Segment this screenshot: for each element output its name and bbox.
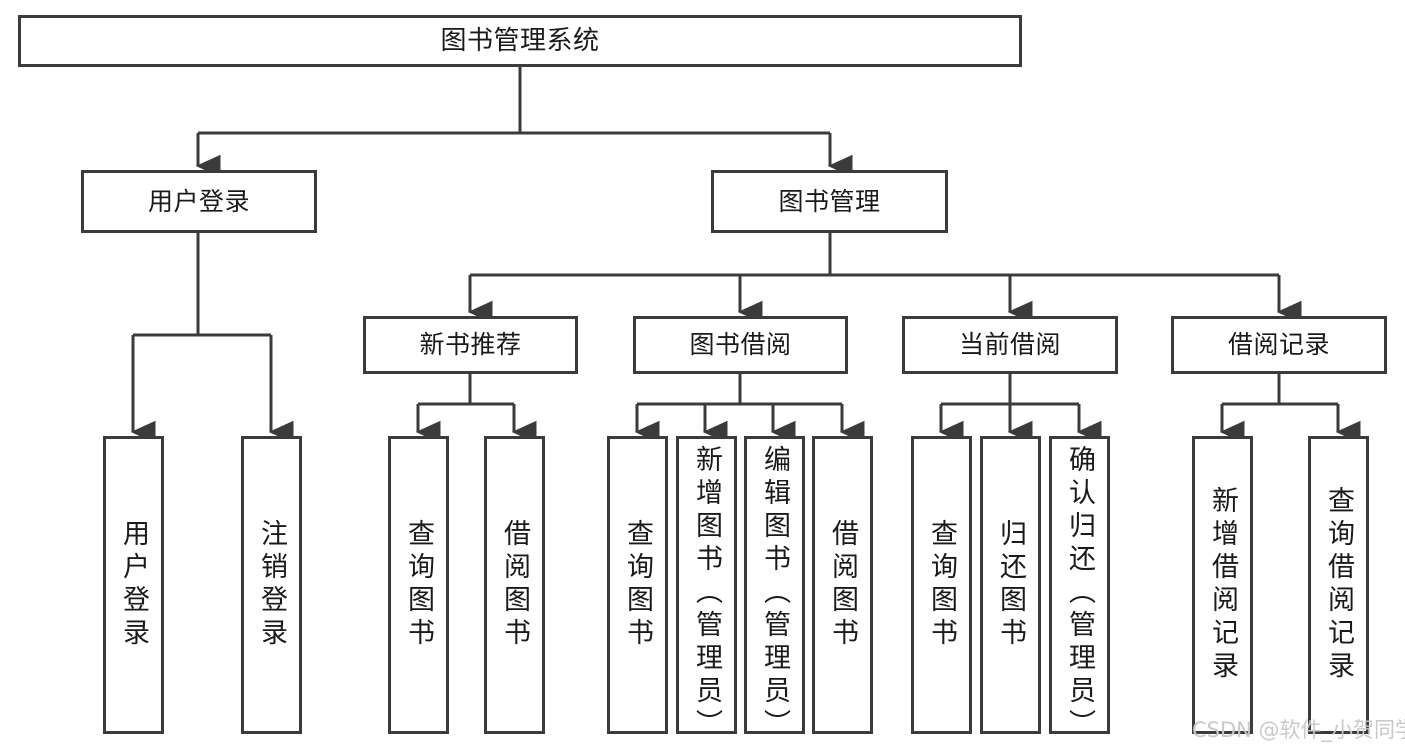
watermark-text: CSDN @软件_小贺同学 — [1192, 718, 1405, 742]
leaf-return-books[interactable]: 归还图书 — [980, 436, 1041, 734]
node-label: 用户登录 — [147, 186, 250, 216]
leaf-add-book-admin[interactable]: 新增图书（管理员） — [676, 436, 737, 742]
node-label: 图书管理 — [778, 186, 881, 216]
leaf-logout[interactable]: 注销登录 — [241, 436, 302, 734]
leaf-borrow-books-borrowing[interactable]: 借阅图书 — [812, 436, 873, 734]
leaf-borrow-books-new-recommendation[interactable]: 借阅图书 — [484, 436, 545, 734]
node-book-borrowing[interactable]: 图书借阅 — [633, 316, 848, 374]
node-borrowing-record[interactable]: 借阅记录 — [1171, 316, 1387, 374]
leaf-edit-book-admin[interactable]: 编辑图书（管理员） — [744, 436, 805, 742]
node-label: 归还图书 — [995, 519, 1026, 651]
node-label: 查询图书 — [926, 519, 957, 651]
node-label: 借阅图书 — [827, 519, 858, 651]
leaf-query-books-borrowing[interactable]: 查询图书 — [607, 436, 668, 734]
node-label: 查询图书 — [622, 519, 653, 651]
node-book-management[interactable]: 图书管理 — [711, 170, 948, 233]
leaf-confirm-return-admin[interactable]: 确认归还（管理员） — [1049, 436, 1110, 742]
node-new-book-recommendation[interactable]: 新书推荐 — [363, 316, 578, 374]
leaf-add-borrow-record[interactable]: 新增借阅记录 — [1192, 436, 1253, 734]
node-user-login[interactable]: 用户登录 — [81, 170, 317, 233]
leaf-query-books-current[interactable]: 查询图书 — [911, 436, 972, 734]
node-label: 确认归还（管理员） — [1064, 445, 1095, 742]
leaf-query-borrow-record[interactable]: 查询借阅记录 — [1308, 436, 1369, 734]
node-root-book-management-system[interactable]: 图书管理系统 — [18, 15, 1022, 67]
leaf-query-books-new-recommendation[interactable]: 查询图书 — [388, 436, 449, 734]
node-label: 查询借阅记录 — [1323, 486, 1354, 684]
node-label: 新增借阅记录 — [1207, 486, 1238, 684]
node-label: 用户登录 — [118, 519, 149, 651]
node-label: 图书借阅 — [689, 330, 792, 360]
node-label: 借阅图书 — [499, 519, 530, 651]
node-label: 当前借阅 — [958, 330, 1061, 360]
node-label: 新增图书（管理员） — [691, 445, 722, 742]
node-label: 图书管理系统 — [440, 25, 600, 56]
node-label: 借阅记录 — [1227, 330, 1330, 360]
node-current-borrowing[interactable]: 当前借阅 — [902, 316, 1118, 374]
node-label: 编辑图书（管理员） — [759, 445, 790, 742]
node-label: 注销登录 — [256, 519, 287, 651]
leaf-user-login[interactable]: 用户登录 — [103, 436, 164, 734]
node-label: 查询图书 — [403, 519, 434, 651]
node-label: 新书推荐 — [419, 330, 522, 360]
